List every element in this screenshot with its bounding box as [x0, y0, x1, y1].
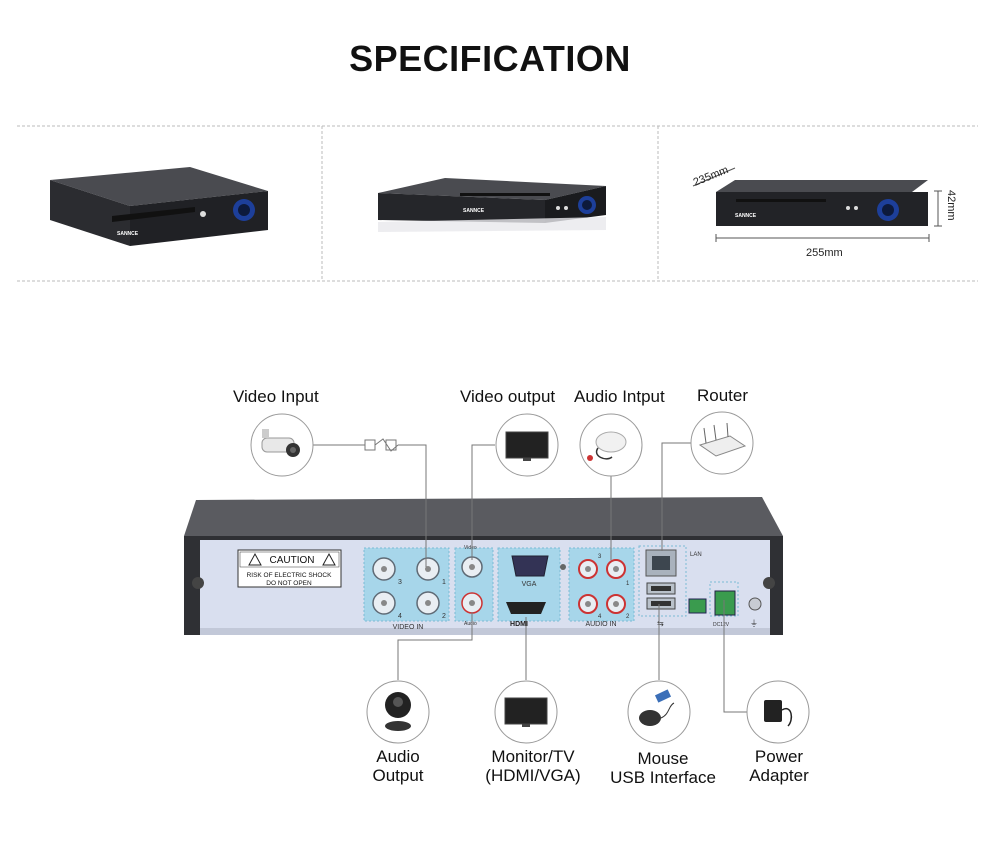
video-port-number-3: 4 — [398, 613, 402, 620]
dvr-front-view: SANNCE — [378, 178, 606, 232]
caution-line-1: RISK OF ELECTRIC SHOCK — [247, 572, 333, 579]
caution-title: CAUTION — [270, 555, 315, 566]
audio-port-number-1: 3 — [598, 554, 602, 560]
brand-logo-3: SANNCE — [735, 213, 757, 219]
audio-in-label: AUDIO IN — [585, 621, 616, 628]
video-port-number-1: 3 — [398, 579, 402, 586]
bnc-connector-icon — [364, 438, 399, 452]
audio-port-number-4: 2 — [626, 614, 630, 620]
audio-port-number-3: 4 — [598, 614, 602, 620]
speaker-icon — [366, 680, 430, 744]
dvr-rear-panel: CAUTION RISK OF ELECTRIC SHOCK DO NOT OP… — [184, 497, 783, 635]
dc-label: DC12V — [713, 622, 730, 628]
audio-output-label: Audio Output — [372, 747, 424, 785]
monitor-icon — [494, 680, 558, 744]
video-out-small-label: Video — [464, 545, 477, 551]
audio-port-number-2: 1 — [626, 581, 630, 587]
brand-logo-2: SANNCE — [463, 208, 485, 214]
dimension-width: 255mm — [806, 247, 843, 259]
video-port-number-2: 1 — [442, 579, 446, 586]
video-port-number-4: 2 — [442, 613, 446, 620]
hdmi-label: HDMI — [510, 621, 528, 628]
monitor-tv-label: Monitor/TV (HDMI/VGA) — [485, 747, 581, 785]
router-label: Router — [697, 386, 749, 405]
power-adapter-label: Power Adapter — [749, 747, 809, 785]
video-output-label: Video output — [460, 387, 556, 406]
page-title: SPECIFICATION — [349, 38, 631, 79]
dvr-dimension-view: SANNCE 255mm 42mm 235mm — [692, 164, 957, 259]
lan-label: LAN — [690, 552, 702, 558]
mouse-icon — [627, 680, 691, 744]
usb-icon: ⇆ — [657, 619, 664, 628]
dimension-height: 42mm — [945, 190, 957, 221]
microphone-icon — [579, 413, 643, 477]
brand-logo: SANNCE — [117, 231, 139, 237]
dvr-angled-view: SANNCE — [50, 167, 268, 246]
video-in-label: VIDEO IN — [393, 624, 424, 631]
monitor-icon — [495, 413, 559, 477]
caution-line-2: DO NOT OPEN — [266, 580, 312, 587]
video-input-label: Video Input — [233, 387, 319, 406]
ground-icon: ⏚ — [750, 619, 758, 628]
camera-icon — [250, 413, 314, 477]
dimension-depth: 235mm — [692, 164, 731, 189]
vga-label: VGA — [522, 581, 537, 588]
router-icon — [690, 411, 754, 475]
audio-out-small-label: Audio — [464, 621, 477, 627]
audio-input-label: Audio Intput — [574, 387, 665, 406]
mouse-usb-label: Mouse USB Interface — [610, 749, 716, 787]
connector-lines — [313, 442, 747, 713]
power-adapter-icon — [746, 680, 810, 744]
